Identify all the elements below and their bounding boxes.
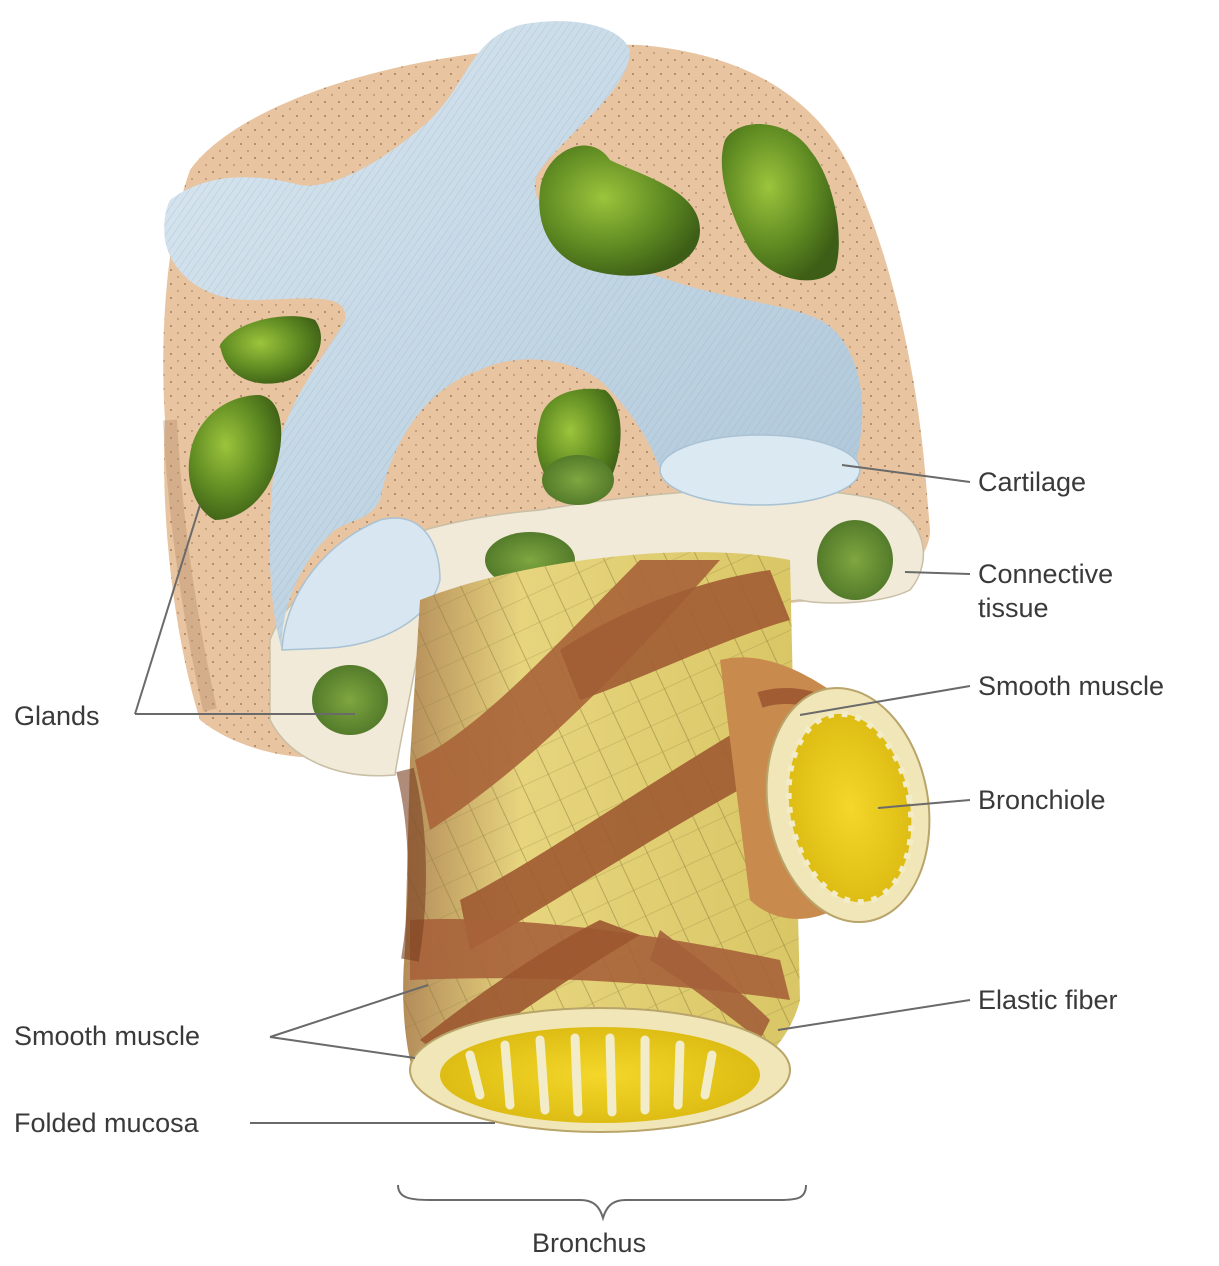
label-folded-mucosa: Folded mucosa bbox=[14, 1106, 199, 1140]
label-bronchiole: Bronchiole bbox=[978, 783, 1106, 817]
bronchus-lumen bbox=[410, 1008, 790, 1132]
label-elastic-fiber: Elastic fiber bbox=[978, 983, 1118, 1017]
label-connective-tissue-line2: tissue bbox=[978, 591, 1113, 625]
label-glands: Glands bbox=[14, 699, 100, 733]
label-connective-tissue: Connective tissue bbox=[978, 557, 1113, 625]
bronchiole bbox=[720, 657, 947, 935]
label-smooth-muscle-right: Smooth muscle bbox=[978, 669, 1164, 703]
label-connective-tissue-line1: Connective bbox=[978, 557, 1113, 591]
label-cartilage: Cartilage bbox=[978, 465, 1086, 499]
label-smooth-muscle-left: Smooth muscle bbox=[14, 1019, 200, 1053]
label-bronchus: Bronchus bbox=[532, 1226, 646, 1260]
